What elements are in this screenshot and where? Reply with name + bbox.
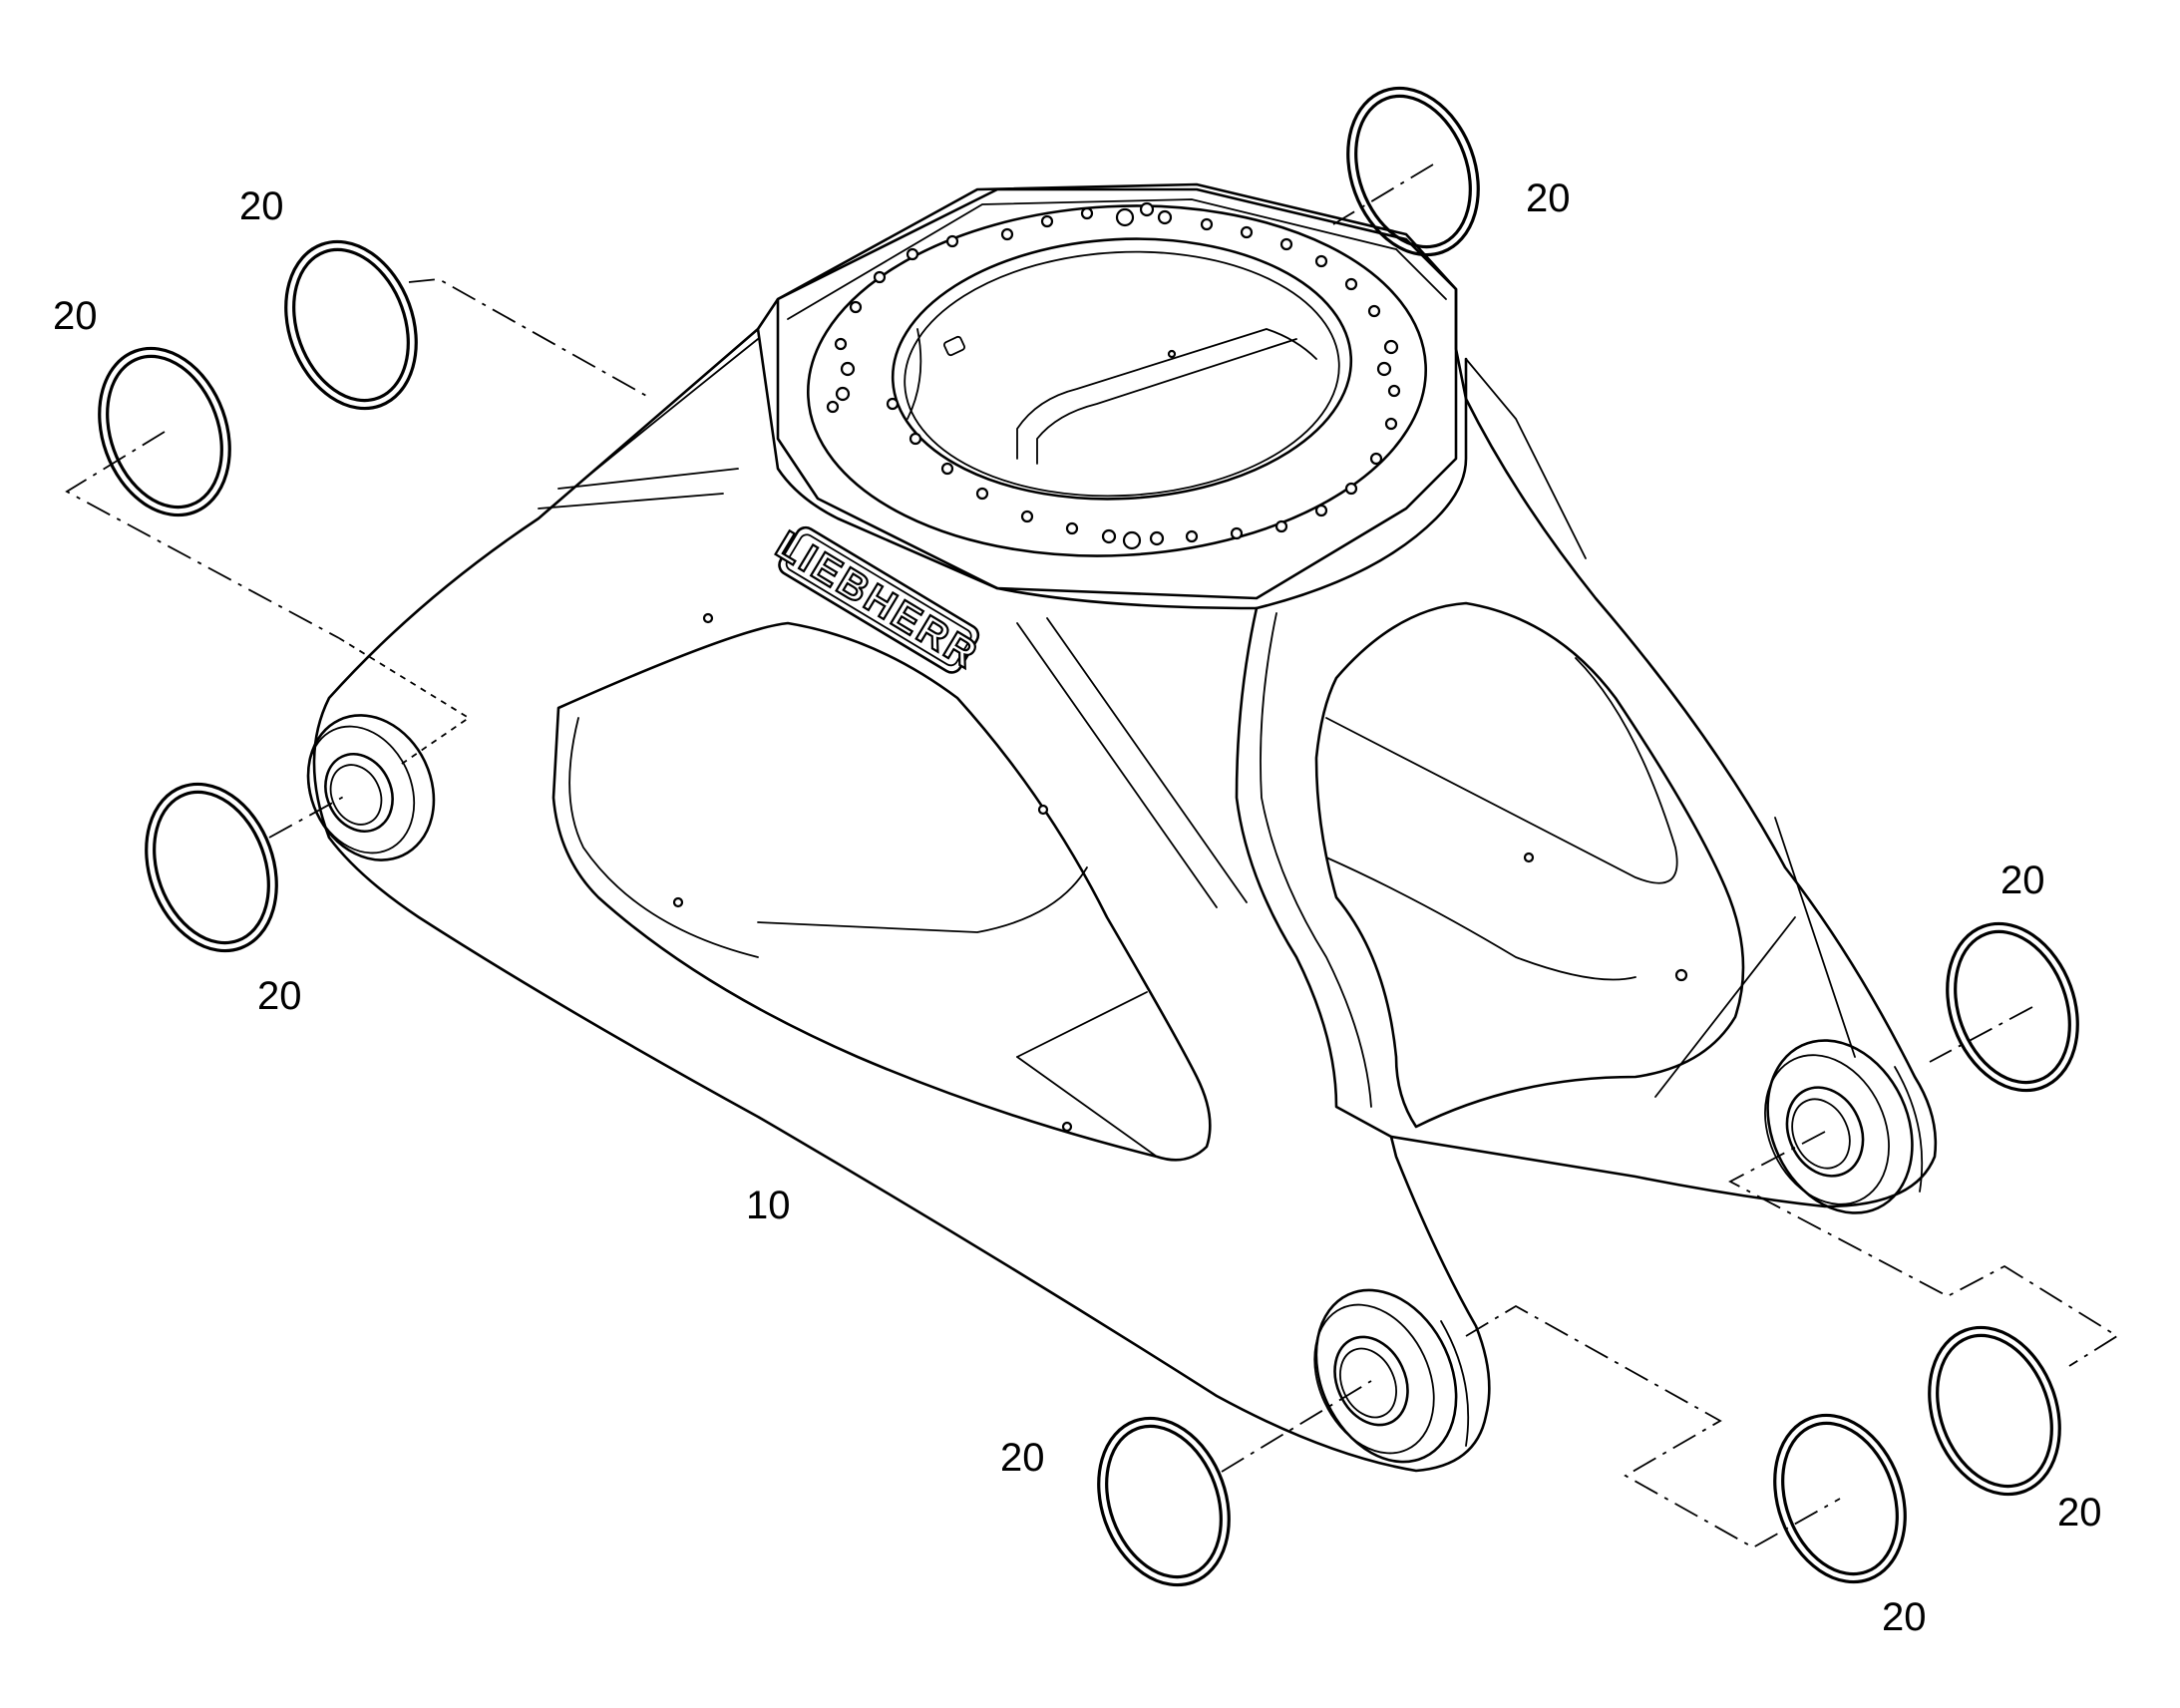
pivot-boss-left [306,714,436,861]
brand-plate: LIEBHERR [767,521,987,679]
callout-labels: 20 20 20 20 20 20 20 20 10 [53,176,2102,1639]
pivot-boss-right [1764,1039,1924,1214]
callout-10-body: 10 [746,1184,791,1227]
ring-top-left-upper [284,239,418,411]
ring-bottom-right-b [1928,1325,2061,1497]
brand-plate-text: LIEBHERR [769,522,986,677]
ring-right-mid [1946,921,2079,1093]
assembly-leader-lines [65,164,2119,1549]
ring-top-right [1346,86,1480,257]
ring-bottom-right-a [1773,1413,1907,1584]
callout-20-top-left-lower: 20 [53,294,98,338]
slewing-ring-plate [776,182,1458,600]
callout-20-right-mid: 20 [2000,858,2045,902]
callout-20-bottom-right-b: 20 [2057,1491,2102,1535]
callout-20-top-left-upper: 20 [239,184,284,228]
ring-left-mid [145,782,278,953]
pivot-boss-bottom [1313,1288,1470,1464]
callout-20-bottom-center: 20 [1000,1436,1045,1480]
callout-20-left-mid: 20 [257,974,302,1018]
bolt-holes [826,201,1401,550]
ring-top-left-lower [98,346,231,517]
callout-20-top-right: 20 [1526,176,1571,220]
swing-frame-body [312,187,1938,1473]
ring-bottom-center [1097,1416,1231,1587]
ring-seals [98,86,2079,1587]
callout-20-bottom-right-a: 20 [1882,1595,1927,1639]
